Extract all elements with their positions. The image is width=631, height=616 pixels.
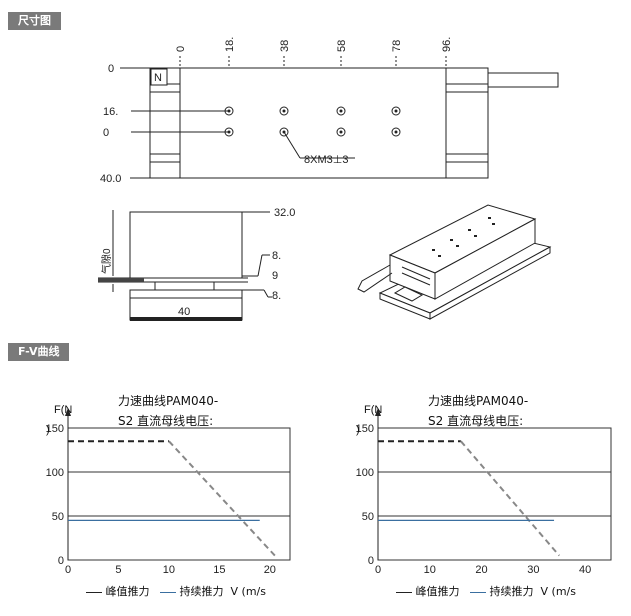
x-tick-label: 5 [115,564,121,576]
x-tick-label: 0 [375,564,381,576]
x-tick-label: 20 [475,564,487,576]
force-speed-chart: 0 50 100 150 0 5 10 15 20 [46,408,291,576]
legend-peak: 峰值推力 [415,585,460,598]
y-dim-label: 0 [103,127,109,139]
chart-right: 0 50 100 150 0 10 20 30 40 力速曲线PAM040- S2 直流母线电压… [310,370,631,611]
chart-title: 力速曲线PAM040- [428,394,529,408]
dim-label: 9 [272,270,278,282]
y-axis-arrow [65,408,71,416]
y-axis-arrow [375,408,381,416]
x-tick-label: 0 [175,46,187,52]
section-tag-fv: F-V曲线 [8,343,70,361]
x-tick-label: 40 [579,564,591,576]
mounting-holes [224,106,401,137]
top-view-drawing: N 0 18. 38 58 78 96. 0 16. 0 40.0 8XM3⊥3 [100,37,559,185]
x-tick-label: 58 [336,40,348,52]
y-tick-label: 0 [58,555,64,567]
legend-line-cont [160,591,176,593]
legend-line-cont [470,591,486,593]
peak-force-line [168,440,276,557]
x-axis-unit: V (m/s [230,585,266,598]
chart-left: 0 50 100 150 0 5 10 15 20 力速曲线PAM040- S2 直流母线电压:… [0,370,310,611]
y-axis-unit: F(N [54,404,73,416]
legend-line-peak [86,591,102,593]
section-title: F-V曲线 [18,345,60,358]
y-tick-label: 50 [52,511,64,523]
y-tick-label: 100 [356,467,374,479]
x-tick-label: 96. [441,37,453,52]
hole-callout: 8XM3⊥3 [304,154,348,166]
y-dim-label: 16. [103,106,118,118]
dim-label: 8. [272,290,281,302]
x-tick-label: 18. [224,37,236,52]
legend-line-peak [396,591,412,593]
y-tick-label: 100 [46,467,64,479]
y-tick-label: 150 [46,423,64,435]
plot-frame [377,427,612,561]
x-tick-label: 10 [424,564,436,576]
y-tick-label: 0 [368,555,374,567]
x-tick-label: 38 [279,40,291,52]
n-box [150,68,168,86]
legend-cont: 持续推力 [179,585,224,598]
peak-force-line [460,440,560,557]
dim-label: 8. [272,250,281,262]
legend: 峰值推力 持续推力 V (m/s [396,583,576,599]
y-axis-unit-close: ) [46,424,50,436]
x-tick-label: 10 [163,564,175,576]
isometric-view [357,204,552,320]
chart-subtitle: S2 直流母线电压: [118,414,214,428]
x-tick-label: 15 [213,564,225,576]
legend-cont: 持续推力 [489,585,534,598]
x-tick-label: 20 [264,564,276,576]
x-axis-unit: V (m/s [540,585,576,598]
section-tag-dimensions: 尺寸图 [8,12,61,30]
height-dim: 32.0 [274,207,295,219]
y-tick-label: 150 [356,423,374,435]
y-dim-label: 0 [108,63,114,75]
x-tick-label: 0 [65,564,71,576]
y-dim-label: 40.0 [100,173,121,185]
x-tick-label: 78 [391,40,403,52]
chart-title: 力速曲线PAM040- [118,394,219,408]
legend-peak: 峰值推力 [105,585,150,598]
force-speed-chart: 0 50 100 150 0 10 20 30 40 [356,408,612,576]
x-tick-label: 30 [527,564,539,576]
n-label: N [154,72,162,84]
plot-frame [67,427,291,561]
chart-subtitle: S2 直流母线电压: [428,414,524,428]
y-axis-unit-close: ) [356,424,360,436]
legend: 峰值推力 持续推力 V (m/s [86,583,266,599]
section-title: 尺寸图 [18,14,51,27]
y-axis-unit: F(N [364,404,383,416]
width-dim: 40 [178,306,190,318]
air-gap-label: 气隙0 [100,248,113,274]
side-view-drawing: 32.0 8. 9 8. 40 气隙0 [98,207,295,321]
y-tick-label: 50 [362,511,374,523]
